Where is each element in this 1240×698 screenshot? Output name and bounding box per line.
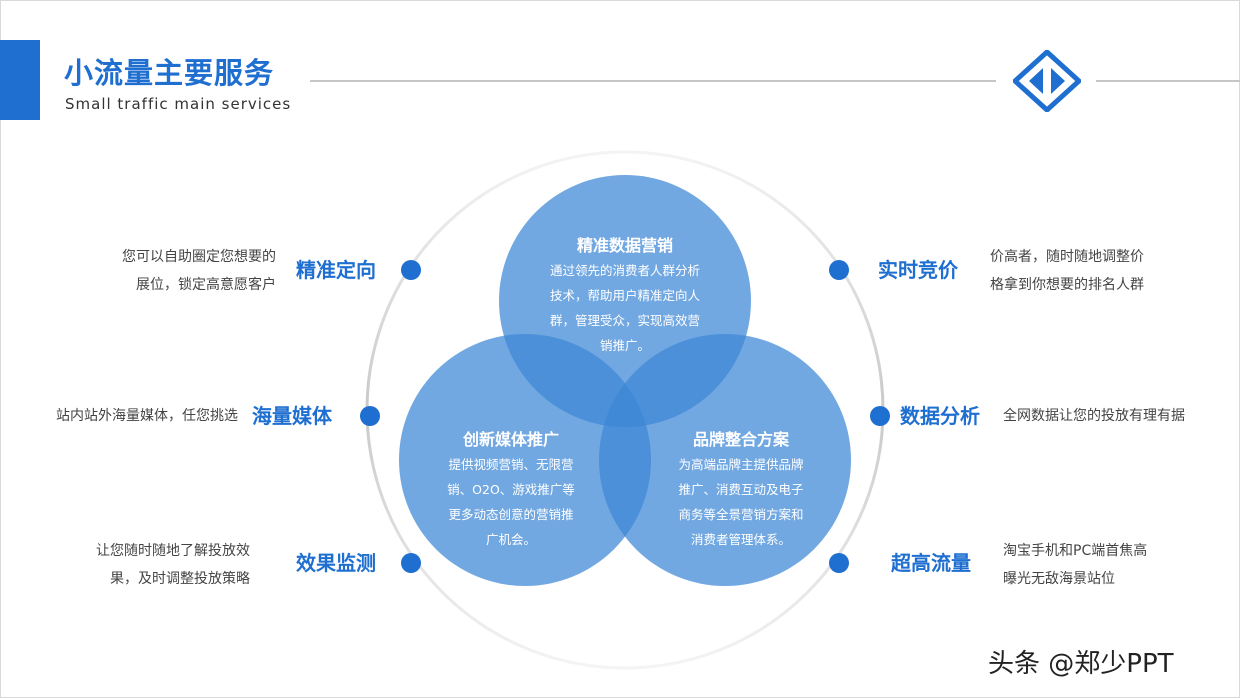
feature-desc-right-1: 价高者，随时随地调整价 格拿到你想要的排名人群 bbox=[990, 249, 1144, 293]
venn-left-text: 提供视频营销、无限营 销、O2O、游戏推广等 更多动态创意的营销推 广机会。 bbox=[447, 457, 575, 547]
title-rule-left bbox=[310, 80, 996, 82]
feature-title-left-2: 海量媒体 bbox=[252, 404, 332, 428]
venn-left-title: 创新媒体推广 bbox=[462, 430, 559, 449]
feature-title-left-1: 精准定向 bbox=[296, 258, 376, 282]
ring-dot-right-2 bbox=[870, 406, 890, 426]
slide-subtitle: Small traffic main services bbox=[65, 95, 292, 113]
feature-desc-left-3: 让您随时随地了解投放效 果，及时调整投放策略 bbox=[96, 543, 250, 587]
feature-desc-left-2: 站内站外海量媒体，任您挑选 bbox=[56, 408, 238, 424]
feature-title-right-2: 数据分析 bbox=[900, 404, 980, 428]
venn-circle-left bbox=[399, 334, 651, 586]
ring-dot-left-3 bbox=[401, 553, 421, 573]
diamond-logo-icon bbox=[1013, 50, 1081, 112]
title-accent-bar bbox=[0, 40, 40, 120]
feature-desc-right-2: 全网数据让您的投放有理有据 bbox=[1003, 408, 1185, 424]
feature-title-right-3: 超高流量 bbox=[891, 551, 971, 575]
venn-top-text: 通过领先的消费者人群分析 技术，帮助用户精准定向人 群，管理受众，实现高效营 销… bbox=[549, 263, 700, 353]
feature-title-right-1: 实时竞价 bbox=[878, 258, 958, 282]
watermark: 头条 @郑少PPT bbox=[988, 649, 1174, 679]
ring-dot-right-3 bbox=[829, 553, 849, 573]
venn-right-text: 为高端品牌主提供品牌 推广、消费互动及电子 商务等全景营销方案和 消费者管理体系… bbox=[678, 457, 804, 547]
title-rule-right bbox=[1096, 80, 1240, 82]
feature-title-left-3: 效果监测 bbox=[296, 551, 376, 575]
venn-right-title: 品牌整合方案 bbox=[692, 430, 789, 449]
ring-dot-left-2 bbox=[360, 406, 380, 426]
slide-title: 小流量主要服务 bbox=[64, 56, 275, 90]
ring-dot-left-1 bbox=[401, 260, 421, 280]
venn-top-title: 精准数据营销 bbox=[576, 236, 673, 255]
ring-dot-right-1 bbox=[829, 260, 849, 280]
feature-desc-right-3: 淘宝手机和PC端首焦高 曝光无敌海景站位 bbox=[1003, 543, 1148, 587]
venn-circle-right bbox=[599, 334, 851, 586]
feature-desc-left-1: 您可以自助圈定您想要的 展位，锁定高意愿客户 bbox=[122, 249, 276, 293]
